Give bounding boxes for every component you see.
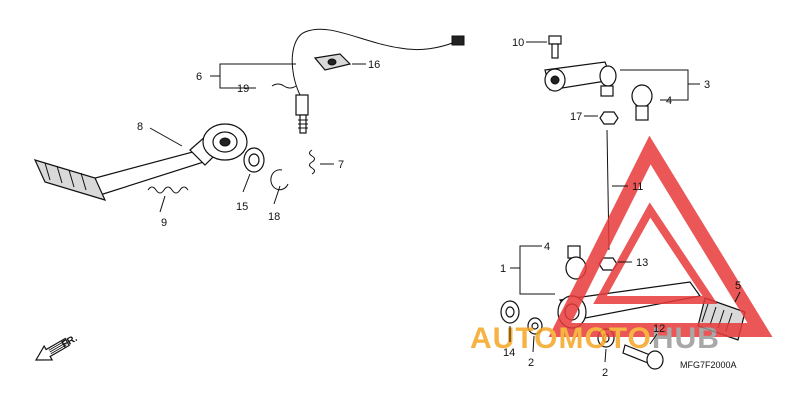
callout-7: 7 xyxy=(338,159,344,171)
leader-lines xyxy=(149,41,741,363)
watermark-text-hub: HUB xyxy=(652,322,720,355)
callout-9: 9 xyxy=(161,217,167,229)
part-code: MFG7F2000A xyxy=(680,360,737,370)
washer-15 xyxy=(243,147,265,173)
clamp-16 xyxy=(313,53,352,71)
front-direction-indicator: FR. xyxy=(34,333,80,361)
spring-7 xyxy=(309,149,315,175)
callout-17: 17 xyxy=(570,111,582,123)
callout-4-lower: 4 xyxy=(544,241,550,253)
callout-10: 10 xyxy=(512,37,524,49)
callout-3: 3 xyxy=(704,79,710,91)
brake-light-switch xyxy=(291,28,465,134)
callout-11: 11 xyxy=(632,181,643,193)
svg-text:AUTOMOTOHUB: AUTOMOTOHUB xyxy=(470,322,720,355)
brake-pedal xyxy=(33,123,248,201)
washer-14 xyxy=(500,300,520,324)
callout-2-left: 2 xyxy=(528,357,534,369)
callout-labels: 6 19 16 8 9 15 18 7 10 3 4 17 11 4 1 13 … xyxy=(137,37,741,379)
callout-6: 6 xyxy=(196,71,202,83)
callout-13: 13 xyxy=(636,257,648,269)
direction-label: FR. xyxy=(60,333,80,351)
bolt-10 xyxy=(548,35,562,59)
spring-9 xyxy=(147,186,189,194)
callout-12: 12 xyxy=(653,323,665,335)
clip-19 xyxy=(271,83,297,89)
ball-joint-4-top xyxy=(631,84,653,121)
watermark-text-moto: MOTO xyxy=(558,322,651,355)
watermark: AUTOMOTOHUB xyxy=(470,135,773,355)
shift-arm-3 xyxy=(544,61,617,97)
callout-4-top: 4 xyxy=(666,95,672,107)
callout-2-right: 2 xyxy=(602,367,608,379)
washer-2a xyxy=(527,317,543,335)
bolt-12 xyxy=(622,344,664,370)
callout-1: 1 xyxy=(500,263,506,275)
clip-18 xyxy=(270,169,289,191)
callout-15: 15 xyxy=(236,201,248,213)
arrow-icon xyxy=(34,337,70,361)
callout-19: 19 xyxy=(237,83,249,95)
nut-17 xyxy=(599,111,619,125)
callout-16: 16 xyxy=(368,59,380,71)
callout-18: 18 xyxy=(268,211,280,223)
callout-8: 8 xyxy=(137,121,143,133)
watermark-text-auto: AUTO xyxy=(470,322,558,355)
callout-14: 14 xyxy=(503,347,515,359)
callout-5: 5 xyxy=(735,280,741,292)
